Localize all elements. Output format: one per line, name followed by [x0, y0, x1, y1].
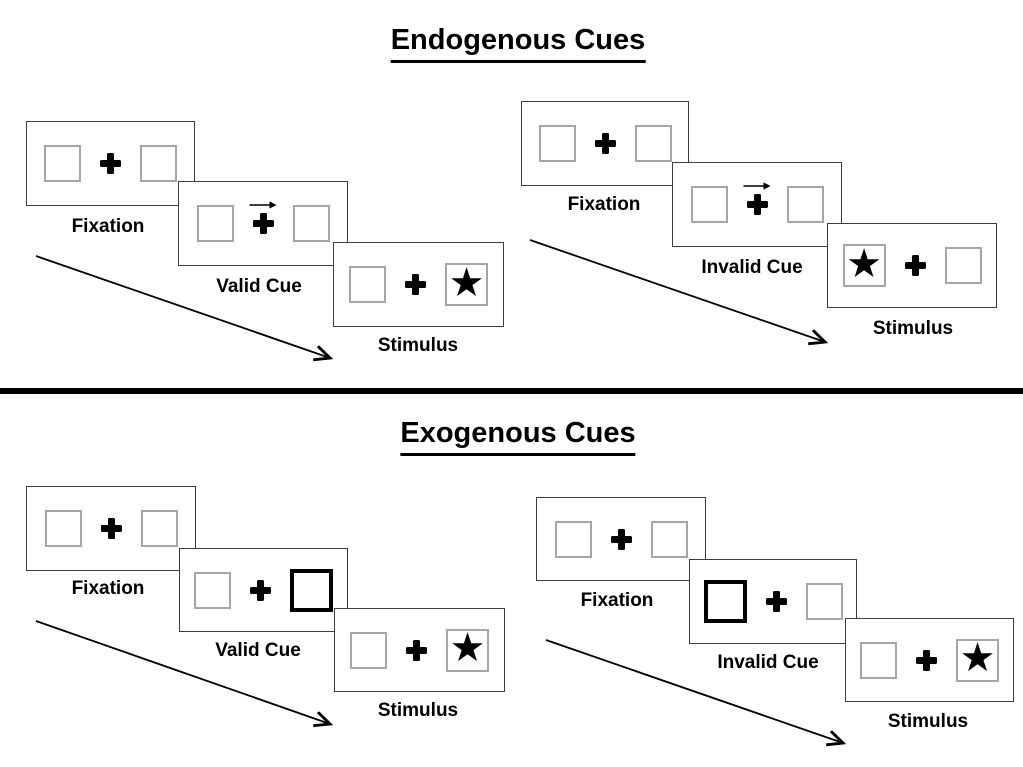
timeline-arrow-exogenous-valid [35, 620, 330, 724]
left-placeholder-square [44, 145, 81, 182]
card-label-invalid-cue: Invalid Cue [717, 652, 819, 673]
left-placeholder-square [194, 571, 231, 609]
left-placeholder-square [44, 510, 82, 547]
star-icon: ★ [448, 260, 485, 305]
left-placeholder-square [349, 266, 386, 303]
left-placeholder-square [554, 520, 592, 558]
stimulus-card: ★ [845, 618, 1014, 702]
card-label-fixation: Fixation [580, 590, 654, 611]
bold-cue-square [703, 580, 747, 623]
left-placeholder-square [538, 125, 576, 162]
fixation-cross-icon [904, 255, 926, 276]
card-label-fixation: Fixation [567, 194, 641, 215]
card-label-stimulus: Stimulus [377, 335, 459, 356]
card-label-stimulus: Stimulus [887, 711, 969, 732]
left-placeholder-square [196, 205, 234, 242]
stimulus-card: ★ [333, 242, 504, 327]
right-placeholder-square [944, 247, 982, 284]
arrow-right-icon [743, 182, 771, 190]
fixation-cross-icon [100, 153, 121, 174]
target-square: ★ [842, 241, 886, 287]
left-placeholder-square [350, 631, 387, 669]
card-label-valid-cue: Valid Cue [215, 640, 301, 661]
card-label-fixation: Fixation [71, 578, 145, 599]
left-placeholder-square [690, 186, 728, 223]
right-placeholder-square [140, 510, 178, 547]
stimulus-card: ★ [827, 223, 997, 308]
fixation-cross-icon [252, 213, 274, 234]
valid-cue-card [179, 548, 348, 632]
section-title-exogenous: Exogenous Cues [400, 417, 636, 457]
right-placeholder-square [292, 205, 330, 242]
card-label-stimulus: Stimulus [872, 318, 954, 339]
right-placeholder-square [786, 186, 824, 223]
fixation-card [521, 101, 689, 186]
target-square: ★ [445, 263, 488, 306]
star-icon: ★ [959, 636, 996, 680]
star-icon: ★ [846, 241, 882, 286]
card-label-invalid-cue: Invalid Cue [701, 257, 803, 278]
right-placeholder-square [805, 583, 843, 620]
target-square: ★ [446, 626, 489, 672]
fixation-cross-icon [765, 591, 787, 612]
left-placeholder-square [860, 641, 897, 679]
fixation-card [26, 121, 195, 206]
invalid-cue-card [689, 559, 857, 644]
stimulus-card: ★ [334, 608, 505, 692]
section-divider [0, 388, 1023, 394]
right-placeholder-square [634, 125, 672, 162]
card-label-valid-cue: Valid Cue [216, 276, 302, 297]
target-square: ★ [956, 636, 999, 682]
fixation-cross-icon [405, 274, 426, 295]
arrow-right-icon [249, 201, 277, 209]
fixation-cross-icon [594, 133, 616, 154]
fixation-cross-icon [610, 528, 632, 550]
fixation-card [26, 486, 196, 571]
section-title-endogenous: Endogenous Cues [390, 24, 646, 64]
timeline-arrow-endogenous-invalid [529, 239, 825, 342]
right-placeholder-square [140, 145, 177, 182]
fixation-cross-icon [916, 649, 937, 671]
fixation-card [536, 497, 706, 581]
star-icon: ★ [449, 626, 486, 670]
fixation-cross-icon [406, 639, 427, 661]
valid-cue-card [178, 181, 348, 266]
bold-cue-square [290, 568, 333, 612]
card-label-stimulus: Stimulus [377, 700, 459, 721]
fixation-cross-icon [100, 518, 122, 539]
right-placeholder-square [650, 520, 688, 558]
invalid-cue-card [672, 162, 842, 247]
timeline-arrow-endogenous-valid [35, 255, 330, 358]
card-label-fixation: Fixation [71, 216, 145, 237]
fixation-cross-icon [746, 194, 768, 215]
fixation-cross-icon [250, 579, 271, 601]
